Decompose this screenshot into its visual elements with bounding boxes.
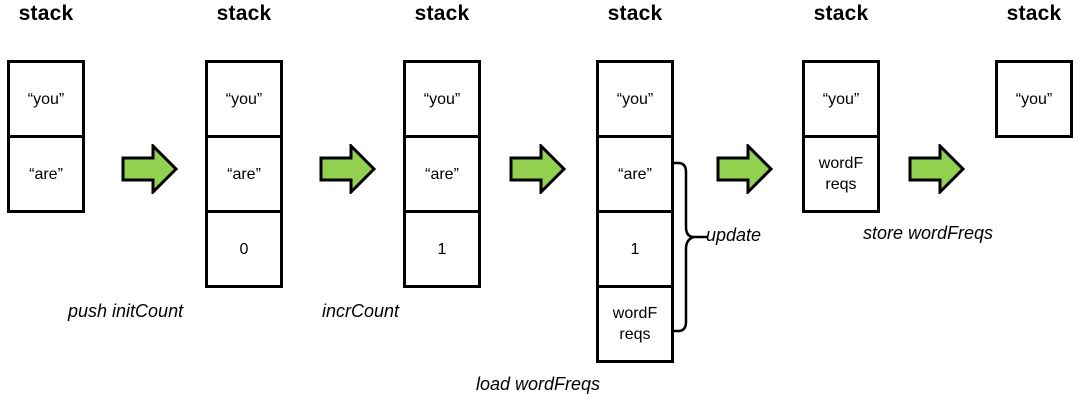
stack-cell: “are”: [7, 135, 85, 213]
stack-cell: “you”: [802, 60, 880, 138]
stack-cell: wordF reqs: [802, 135, 880, 213]
stack-box-5: “you”wordF reqs: [802, 60, 880, 213]
label-push-initcount: push initCount: [68, 301, 184, 321]
update-brace: [671, 161, 709, 333]
stack-box-3: “you”“are”1: [403, 60, 481, 288]
stack-cell: 1: [596, 210, 674, 288]
stack-title: stack: [216, 2, 272, 25]
label-load-wordfreqs: load wordFreqs: [476, 374, 601, 394]
stack-cell: “are”: [403, 135, 481, 213]
stack-cell: 0: [205, 210, 283, 288]
right-arrow-icon: [121, 144, 179, 194]
stack-cell: “you”: [205, 60, 283, 138]
label-update: update: [706, 225, 762, 245]
right-arrow-icon: [319, 144, 377, 194]
right-arrow-icon: [908, 144, 966, 194]
stack-cell: wordF reqs: [596, 285, 674, 363]
stack-title: stack: [18, 2, 74, 25]
label-incrcount: incrCount: [322, 301, 400, 321]
label-store-wordfreqs: store wordFreqs: [863, 223, 994, 243]
stack-title: stack: [607, 2, 663, 25]
stack-box-1: “you”“are”: [7, 60, 85, 213]
right-arrow-icon: [716, 144, 774, 194]
stack-cell: “you”: [995, 60, 1073, 138]
stack-cell: “are”: [596, 135, 674, 213]
stack-box-6: “you”: [995, 60, 1073, 138]
stack-title: stack: [813, 2, 869, 25]
stack-title: stack: [414, 2, 470, 25]
stack-cell: 1: [403, 210, 481, 288]
stack-title: stack: [1006, 2, 1062, 25]
stack-cell: “you”: [7, 60, 85, 138]
right-arrow-icon: [509, 144, 567, 194]
stack-cell: “you”: [403, 60, 481, 138]
stack-cell: “you”: [596, 60, 674, 138]
stack-cell: “are”: [205, 135, 283, 213]
stack-box-2: “you”“are”0: [205, 60, 283, 288]
